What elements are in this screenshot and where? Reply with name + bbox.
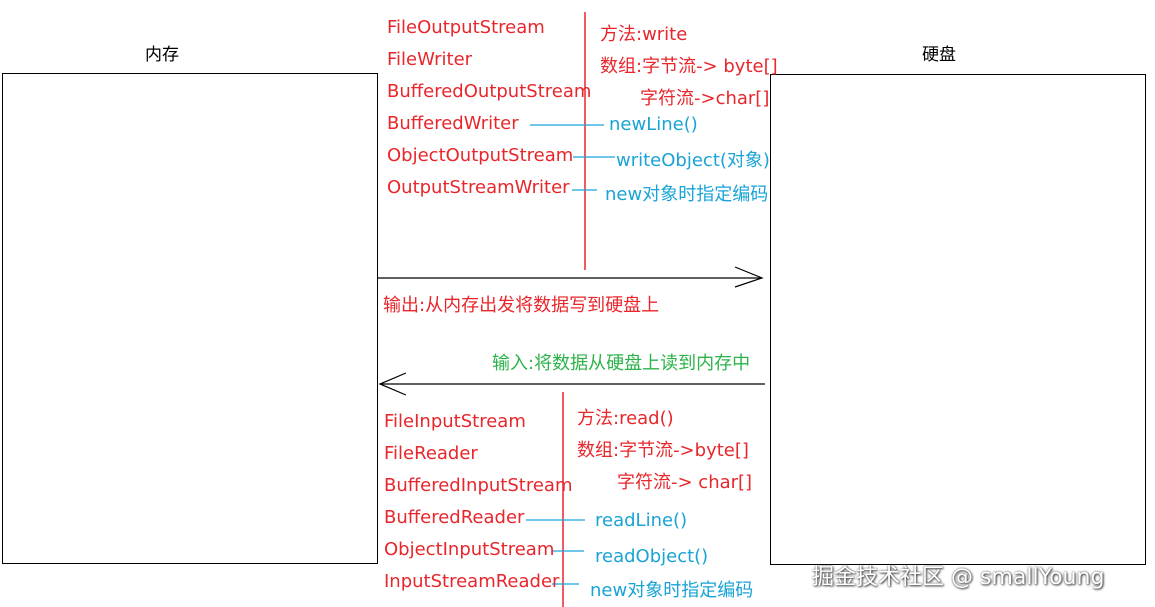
input-class: InputStreamReader [384,571,560,592]
output-class: OutputStreamWriter [387,177,570,198]
memory-box [2,73,378,564]
output-class: BufferedOutputStream [387,81,592,102]
disk-box [770,74,1146,565]
input-class: FileReader [384,443,478,464]
output-arrowhead [734,266,764,288]
output-class: FileOutputStream [387,17,545,38]
output-array-char: 字符流->char[] [640,88,770,109]
input-class: FileInputStream [384,411,526,432]
output-class: FileWriter [387,49,473,70]
output-description: 输出:从内存出发将数据写到硬盘上 [383,295,660,316]
input-class: BufferedInputStream [384,475,573,496]
input-array-char: 字符流-> char[] [617,472,753,493]
input-encoding-note: new对象时指定编码 [590,580,754,601]
input-class: BufferedReader [384,507,525,528]
watermark: 掘金技术社区 @ smallYoung [812,565,1105,590]
output-array-byte: 数组:字节流-> byte[] [600,56,778,77]
writeobject-method: writeObject(对象) [616,150,770,171]
input-class: ObjectInputStream [384,539,555,560]
output-method: 方法:write [600,24,688,45]
readline-method: readLine() [595,510,688,531]
output-encoding-note: new对象时指定编码 [605,184,769,205]
input-arrowhead [378,372,407,396]
newline-method: newLine() [609,114,698,135]
memory-label: 内存 [145,45,179,65]
output-class: ObjectOutputStream [387,145,574,166]
input-array-byte: 数组:字节流->byte[] [577,440,749,461]
disk-label: 硬盘 [922,45,956,65]
output-class: BufferedWriter [387,113,519,134]
input-description: 输入:将数据从硬盘上读到内存中 [492,353,751,374]
input-method: 方法:read() [577,408,674,429]
readobject-method: readObject() [595,546,709,567]
